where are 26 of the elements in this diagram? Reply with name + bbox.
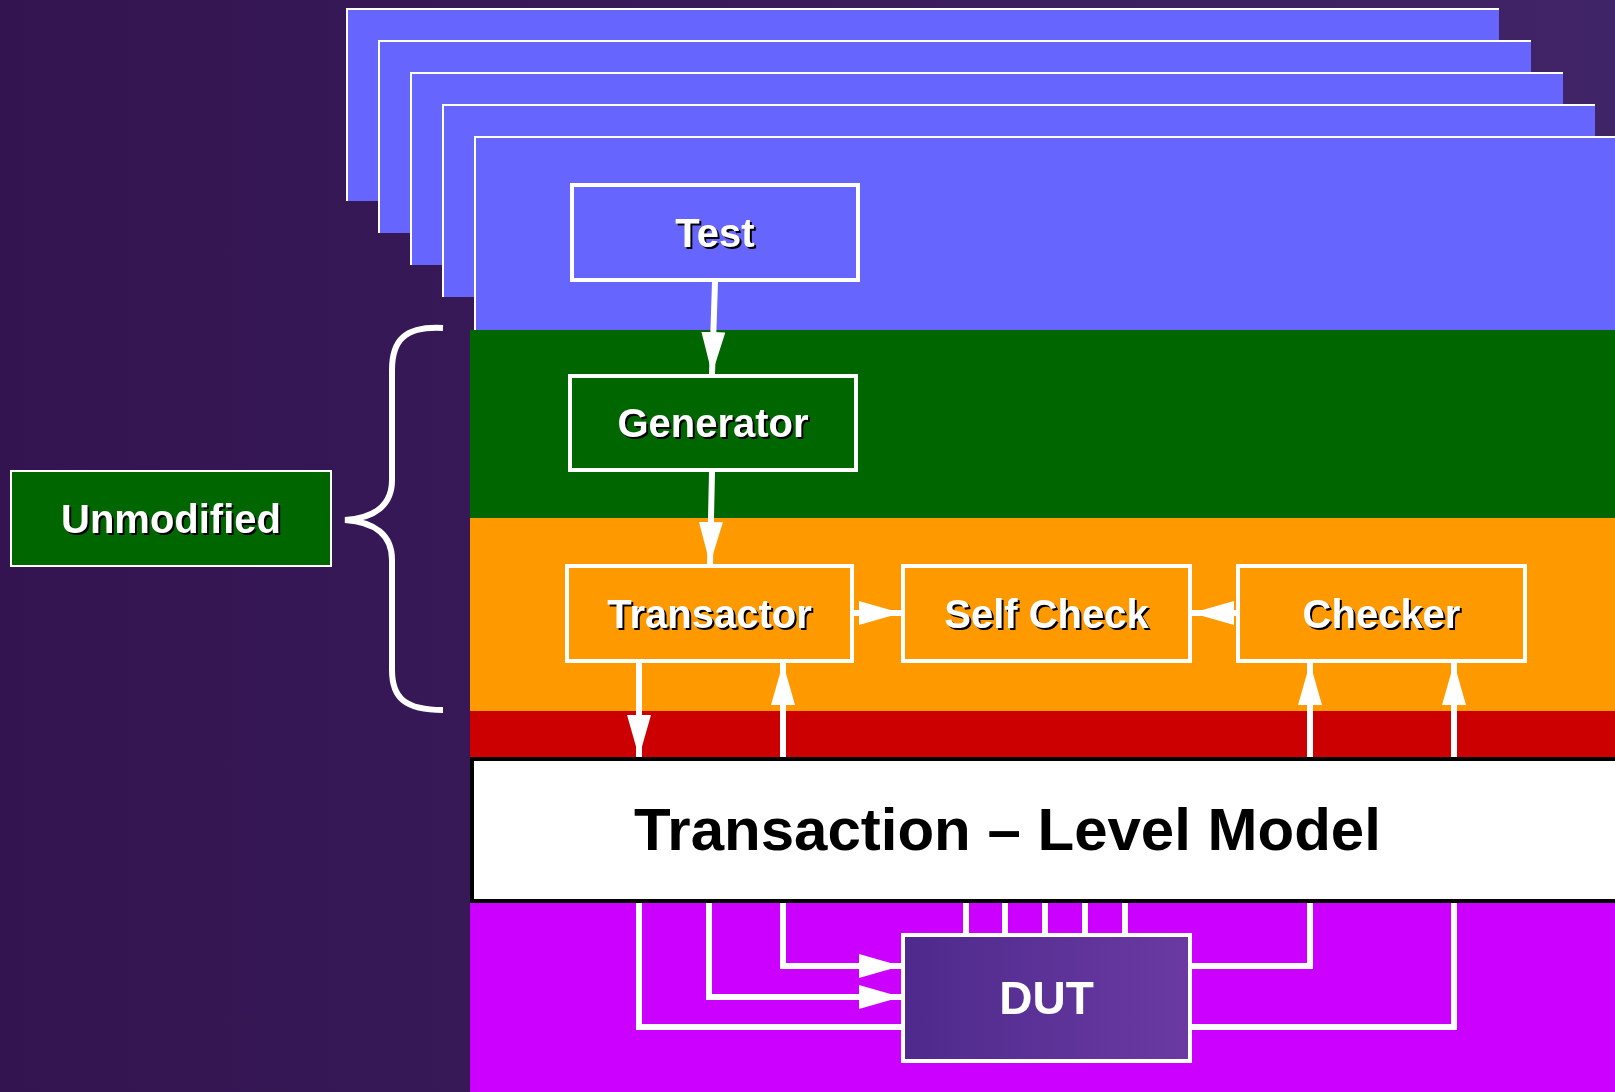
arrow <box>1192 601 1236 625</box>
arrow <box>698 471 723 565</box>
block-box: Transactor <box>565 564 854 663</box>
connector-line <box>1192 903 1313 969</box>
connector-line <box>1042 903 1048 933</box>
block-box: Checker <box>1236 564 1527 663</box>
arrow <box>1298 663 1322 757</box>
block-box: Self Check <box>901 564 1192 663</box>
arrow <box>771 663 795 757</box>
block-box: Generator <box>568 374 858 472</box>
dut-box: DUT <box>901 933 1192 1063</box>
connector-line <box>1122 903 1128 933</box>
connector-line <box>1192 903 1457 1030</box>
connector-line <box>1002 903 1008 933</box>
arrow <box>701 281 726 375</box>
arrow <box>1442 663 1466 757</box>
arrow <box>854 601 901 625</box>
connector-line <box>1082 903 1088 933</box>
arrow <box>780 903 901 978</box>
arrow <box>627 663 651 757</box>
connector-line <box>636 903 901 1030</box>
connector-line <box>963 903 969 933</box>
block-box: Unmodified <box>10 470 332 567</box>
block-box: Test <box>570 183 860 282</box>
model-box: Transaction – Level Model <box>470 757 1615 903</box>
arrow <box>706 903 901 1009</box>
